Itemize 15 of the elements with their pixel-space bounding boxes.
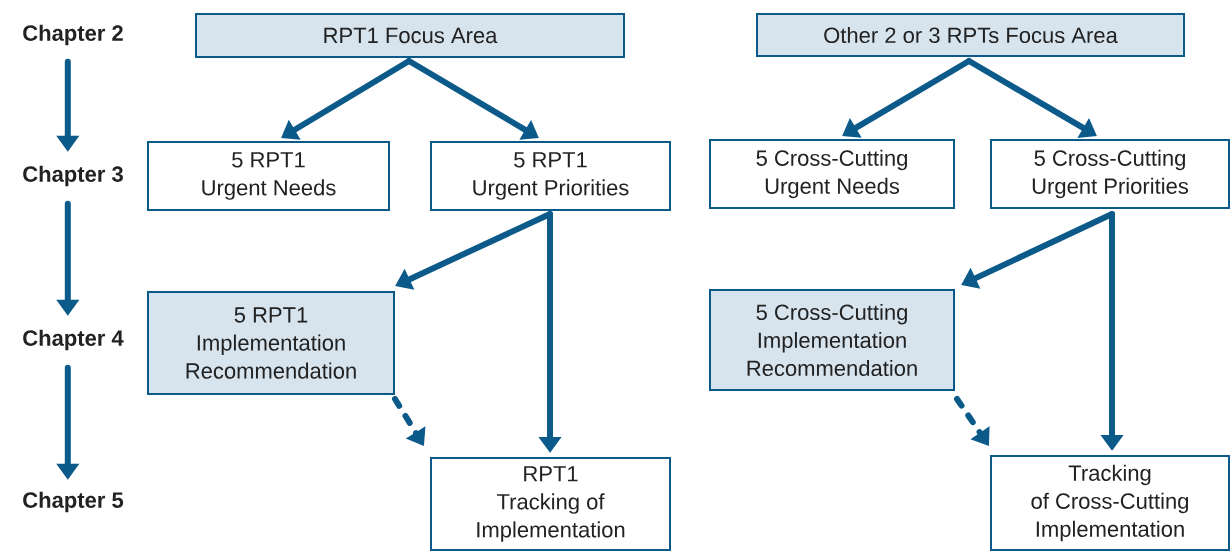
process-box: 5 RPT1 Urgent Needs — [147, 141, 390, 211]
chapter-label: Chapter 3 — [23, 165, 123, 187]
process-box: 5 Cross-Cutting Urgent Priorities — [990, 139, 1230, 209]
process-box: 5 RPT1 Implementation Recommendation — [147, 291, 395, 395]
process-box: 5 Cross-Cutting Urgent Needs — [709, 139, 955, 209]
chapter-label: Chapter 4 — [23, 329, 124, 351]
arrow — [954, 396, 990, 446]
process-box: Tracking of Cross-Cutting Implementation — [990, 455, 1230, 551]
process-box: 5 Cross-Cutting Implementation Recommendation — [709, 289, 955, 391]
process-box: RPT1 Tracking of Implementation — [430, 457, 671, 551]
process-box: RPT1 Focus Area — [195, 13, 625, 58]
process-box: 5 RPT1 Urgent Priorities — [430, 141, 671, 211]
chapter-label: Chapter 2 — [23, 24, 123, 46]
chapter-label: Chapter 5 — [23, 491, 124, 513]
process-box: Other 2 or 3 RPTs Focus Area — [756, 13, 1185, 57]
